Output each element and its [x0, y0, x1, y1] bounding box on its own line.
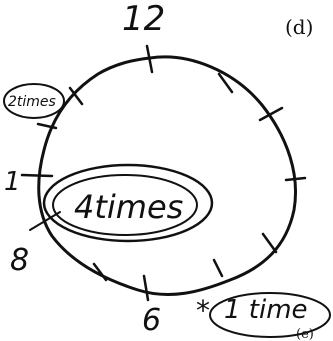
pointer-stroke [29, 211, 61, 231]
sub-label: (e) [296, 327, 314, 341]
annotation-bottom-right: 1 time [224, 295, 308, 325]
annotation-center: 4times [74, 188, 183, 226]
tick-mark [212, 258, 224, 278]
tick-marks [20, 44, 307, 302]
tick-mark [68, 86, 84, 106]
panel-label: (d) [285, 15, 313, 39]
tick-mark [217, 72, 234, 94]
tick-mark [258, 106, 284, 122]
tick-mark [36, 122, 58, 130]
label-12: 12 [122, 0, 165, 39]
annotation-oval-bottom-right [209, 292, 331, 338]
tick-mark [261, 232, 278, 254]
annotation-star: * [196, 294, 210, 327]
label-1: 1 [4, 167, 21, 197]
tick-mark [145, 44, 154, 74]
label-8: 8 [10, 243, 29, 278]
clock-outline [37, 55, 298, 297]
annotation-oval-upper-left [3, 83, 65, 119]
annotation-upper-left: 2times [8, 94, 56, 110]
tick-mark [92, 262, 108, 282]
annotation-oval-center-outer [42, 163, 214, 243]
tick-mark [142, 274, 150, 302]
tick-mark [284, 176, 307, 182]
annotation-oval-center-inner [52, 174, 198, 236]
label-6: 6 [142, 303, 161, 338]
tick-mark [20, 173, 54, 178]
